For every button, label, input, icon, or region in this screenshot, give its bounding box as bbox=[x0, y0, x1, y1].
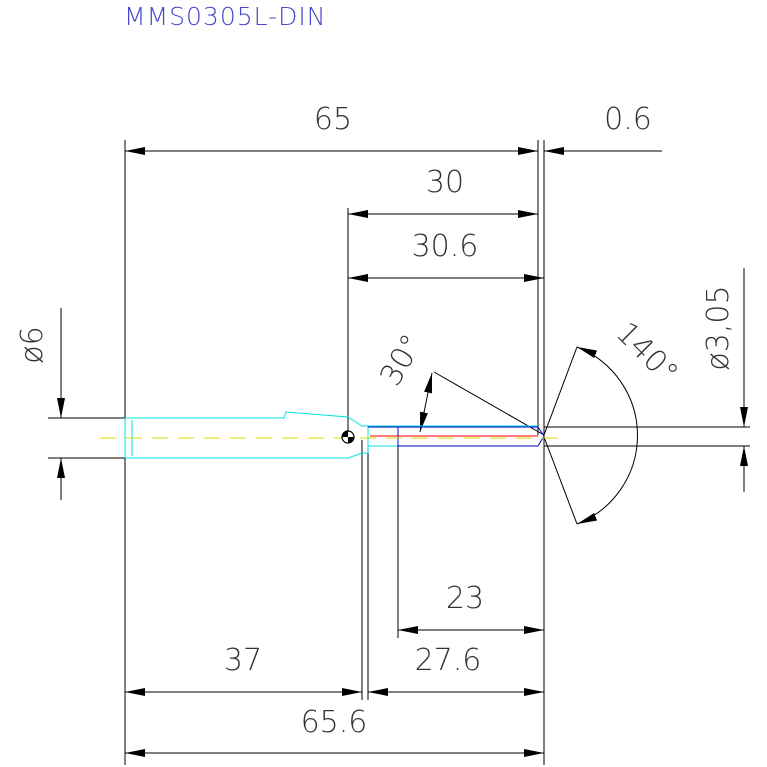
tool-shank-bottom-edge bbox=[125, 452, 368, 459]
center-mark-icon bbox=[341, 430, 355, 444]
dim-label-dia305: ø3,05 bbox=[701, 285, 736, 370]
dimension-lines bbox=[57, 147, 748, 757]
drawing-title: MMS0305L-DIN bbox=[124, 2, 326, 31]
dim-label-30-6: 30.6 bbox=[412, 229, 479, 264]
dim-label-65-6: 65.6 bbox=[301, 705, 368, 740]
point-angle-leg-top bbox=[543, 346, 578, 436]
point-angle-leg-bottom bbox=[543, 436, 578, 525]
dim-label-0-6: 0.6 bbox=[604, 102, 652, 137]
dim-label-27-6: 27.6 bbox=[415, 643, 482, 678]
dim-label-point-angle: 140° bbox=[609, 315, 685, 391]
extension-lines bbox=[48, 140, 750, 765]
dim-label-37: 37 bbox=[224, 643, 262, 678]
tool-shank-top-edge bbox=[125, 411, 368, 427]
dim-label-30: 30 bbox=[426, 165, 464, 200]
chamfer-angle-leg bbox=[433, 371, 545, 436]
dim-label-chamfer-angle: 30° bbox=[373, 328, 430, 392]
point-angle-dimension bbox=[543, 346, 638, 525]
dim-label-dia6: ø6 bbox=[15, 326, 50, 363]
drill-tool bbox=[100, 411, 565, 459]
dim-label-23: 23 bbox=[446, 581, 484, 616]
dim-label-65: 65 bbox=[314, 102, 352, 137]
point-angle-arc bbox=[576, 346, 638, 525]
tool-tip-top bbox=[537, 426, 545, 437]
chamfer-angle-arc bbox=[419, 372, 433, 433]
chamfer-angle-dimension bbox=[419, 371, 545, 436]
